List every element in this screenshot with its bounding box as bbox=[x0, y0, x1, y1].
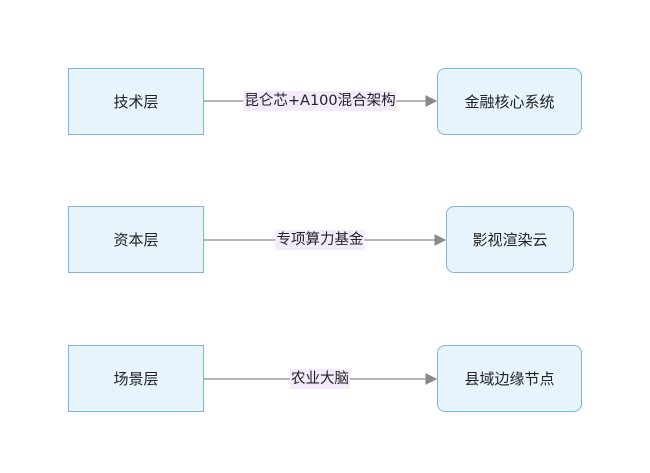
node-render-cloud-label: 影视渲染云 bbox=[472, 231, 548, 249]
edge-label-scene: 农业大脑 bbox=[290, 369, 350, 389]
node-scene-layer-label: 场景层 bbox=[113, 370, 159, 388]
node-render-cloud: 影视渲染云 bbox=[446, 206, 574, 273]
node-county-edge: 县域边缘节点 bbox=[437, 345, 582, 412]
node-tech-layer: 技术层 bbox=[68, 68, 204, 135]
edge-label-capital: 专项算力基金 bbox=[275, 230, 365, 250]
node-tech-layer-label: 技术层 bbox=[113, 93, 159, 111]
edge-label-tech: 昆仑芯+A100混合架构 bbox=[243, 91, 397, 111]
node-capital-layer-label: 资本层 bbox=[113, 231, 159, 249]
node-county-edge-label: 县域边缘节点 bbox=[464, 370, 555, 388]
node-capital-layer: 资本层 bbox=[68, 206, 204, 273]
node-finance-core-label: 金融核心系统 bbox=[464, 93, 555, 111]
node-scene-layer: 场景层 bbox=[68, 345, 204, 412]
node-finance-core: 金融核心系统 bbox=[437, 68, 582, 135]
